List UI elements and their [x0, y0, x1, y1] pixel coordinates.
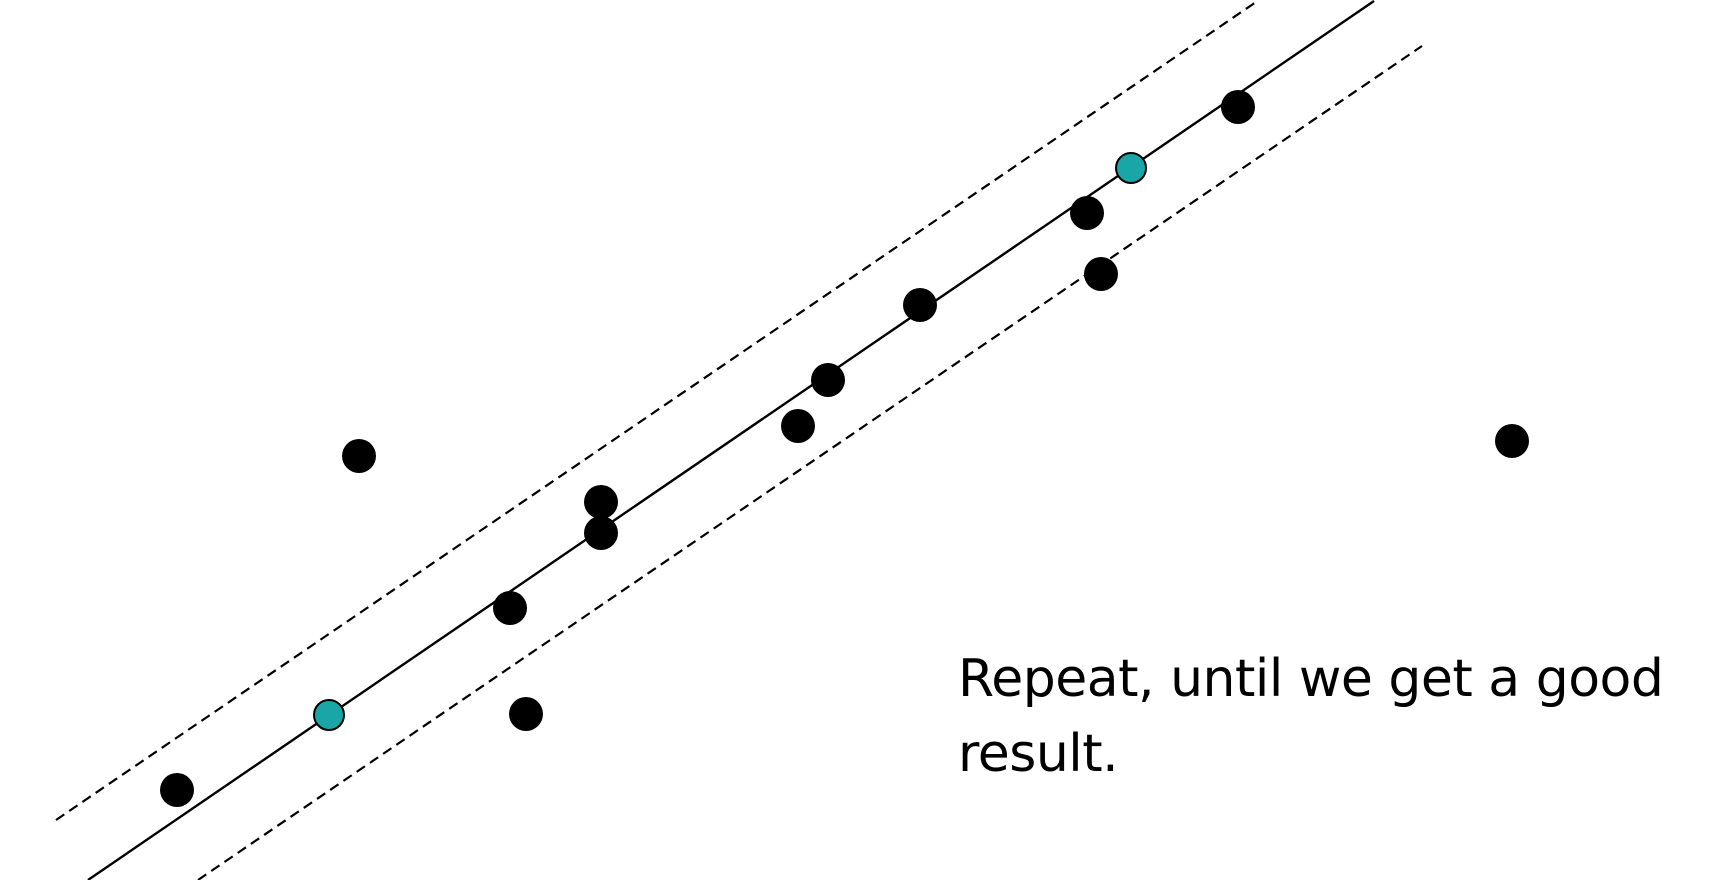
data-point: [903, 288, 937, 322]
sampled-point: [1115, 152, 1147, 184]
inlier-band-lower-line: [197, 45, 1423, 880]
data-point: [1084, 257, 1118, 291]
sampled-point: [313, 699, 345, 731]
data-point: [1495, 424, 1529, 458]
points-layer: [160, 90, 1529, 807]
caption-text: Repeat, until we get a good result.: [958, 649, 1664, 784]
data-point: [342, 439, 376, 473]
data-point: [584, 516, 618, 550]
inlier-band-upper-line: [55, 0, 1260, 821]
data-point: [584, 485, 618, 519]
fitted-model-line: [87, 0, 1375, 880]
data-point: [509, 697, 543, 731]
lines-layer: [55, 0, 1423, 880]
data-point: [1221, 90, 1255, 124]
data-point: [493, 591, 527, 625]
data-point: [1070, 196, 1104, 230]
data-point: [160, 773, 194, 807]
data-point: [811, 363, 845, 397]
data-point: [781, 409, 815, 443]
